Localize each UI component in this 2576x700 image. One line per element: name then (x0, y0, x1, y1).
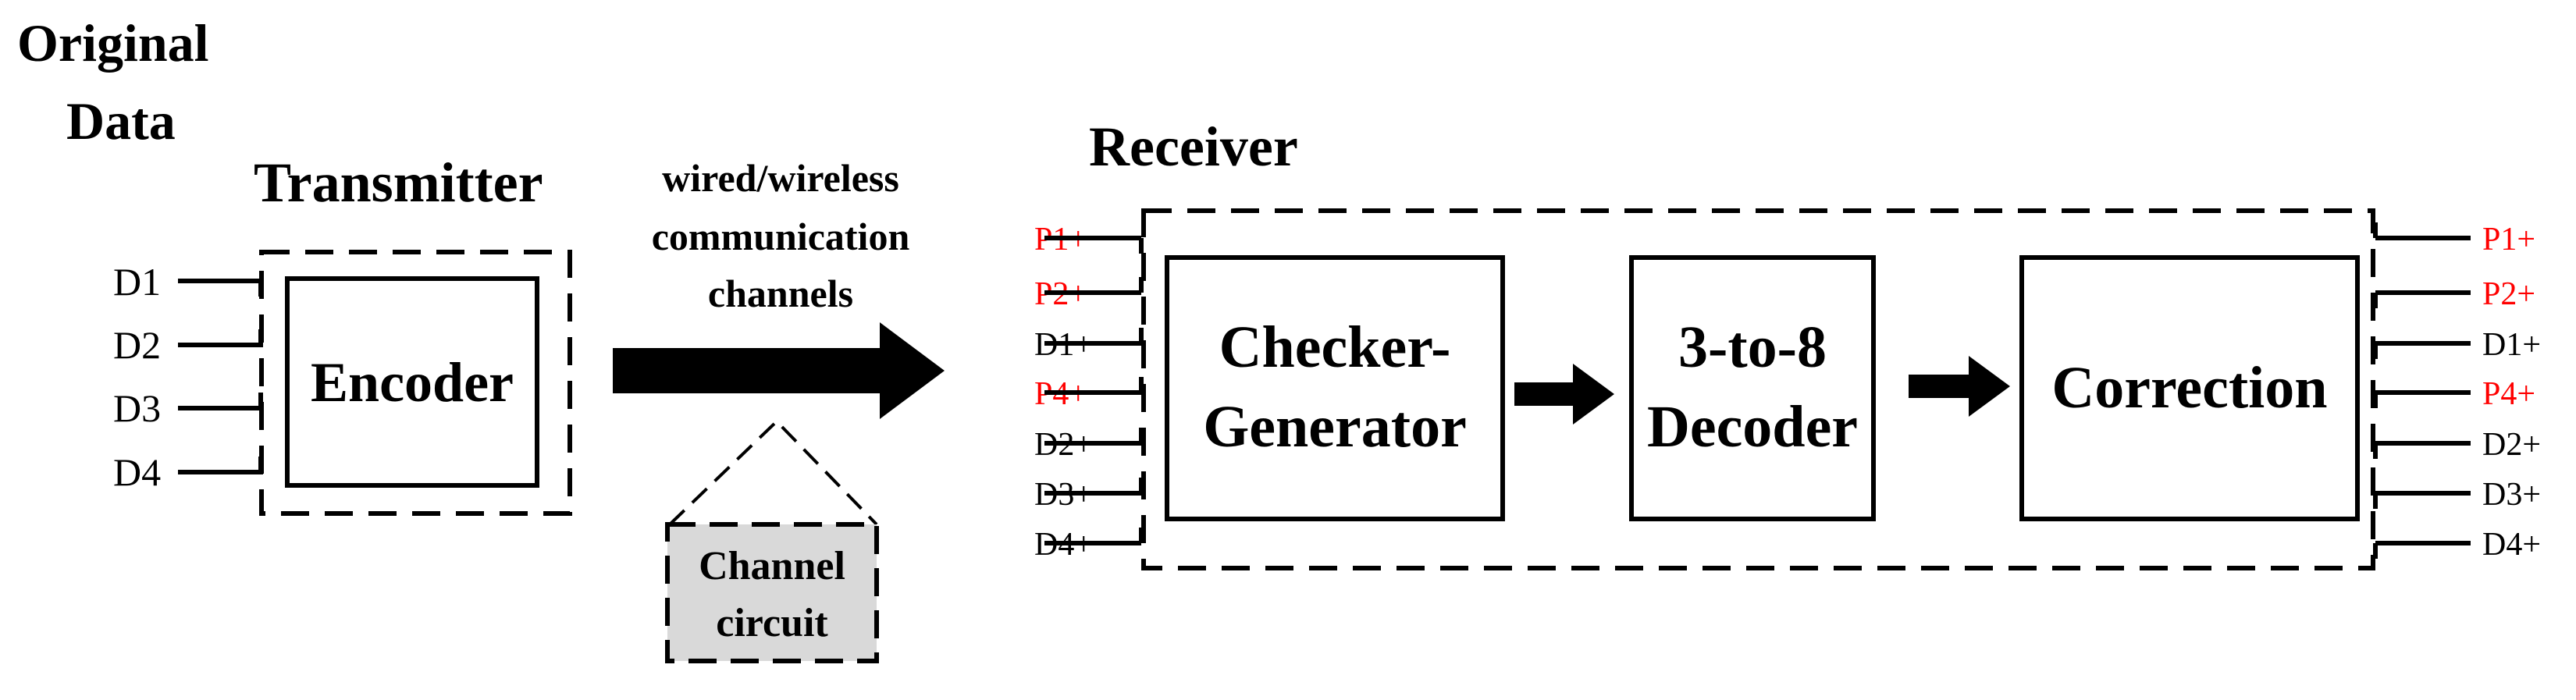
input-wire-d4 (178, 457, 263, 474)
channel-arrow-icon (613, 322, 945, 419)
input-label-d4: D4 (113, 450, 161, 494)
receiver-title: Receiver (1089, 115, 1298, 178)
receiver-output-wire-p2 (2373, 290, 2471, 308)
receiver-output-label-d2: D2+ (2482, 427, 2541, 463)
channel-circuit-connector (668, 419, 878, 526)
receiver-output-label-d1: D1+ (2482, 327, 2541, 363)
input-wire-d3 (178, 393, 263, 410)
channel-circuit-block (665, 522, 879, 663)
encoder-block (285, 276, 539, 488)
transmitter-inputs: D1 D2 D3 D4 (113, 260, 263, 494)
receiver-output-label-d3: D3+ (2482, 477, 2541, 513)
receiver-input-wire-d4 (1044, 528, 1144, 545)
receiver-inputs: P1+P2+D1+P4+D2+D3+D4+ (1034, 222, 1144, 563)
input-label-d3: D3 (113, 386, 161, 430)
encoder-label: Encoder (311, 351, 514, 414)
channel-label-line2: communication (652, 215, 910, 258)
receiver-input-wire-p1 (1044, 236, 1144, 254)
channel-circuit-label-line1: Channel (699, 544, 845, 588)
receiver-output-wire-p1 (2373, 222, 2471, 240)
original-data-label-line2: Data (66, 91, 176, 151)
receiver-output-label-p2: P2+ (2482, 276, 2535, 312)
arrow-to-decoder-icon (1514, 364, 1614, 425)
decoder-block (1629, 255, 1876, 521)
input-wire-d2 (178, 329, 263, 347)
correction-label: Correction (2051, 355, 2327, 421)
receiver-output-wire-d4 (2373, 541, 2471, 559)
receiver-output-wire-d1 (2373, 341, 2471, 359)
channel-circuit-label-line2: circuit (716, 601, 828, 645)
input-wire-d1 (178, 279, 263, 297)
receiver-input-wire-d1 (1044, 328, 1144, 346)
receiver-output-wire-p4 (2373, 390, 2471, 408)
receiver-input-wire-d3 (1044, 478, 1144, 496)
channel-label-line3: channels (708, 272, 853, 315)
receiver-output-wire-d3 (2373, 491, 2471, 509)
arrow-to-correction-icon (1909, 356, 2010, 417)
decoder-label-line1: 3-to-8 (1678, 314, 1827, 380)
checker-generator-label-line2: Generator (1203, 394, 1467, 460)
receiver-input-wire-d2 (1044, 428, 1144, 446)
checker-generator-block (1165, 255, 1505, 521)
channel-label-line1: wired/wireless (662, 156, 899, 200)
receiver-output-label-p1: P1+ (2482, 222, 2535, 258)
receiver-output-wire-d2 (2373, 441, 2471, 459)
receiver-output-label-d4: D4+ (2482, 527, 2541, 563)
receiver-input-wire-p4 (1044, 377, 1144, 395)
transmitter-boundary (259, 250, 572, 516)
original-data-label-line1: Original (17, 13, 209, 73)
receiver-output-label-p4: P4+ (2482, 376, 2535, 412)
correction-block (2019, 255, 2360, 521)
input-label-d2: D2 (113, 323, 161, 367)
transmitter-title: Transmitter (254, 151, 543, 214)
receiver-input-wire-p2 (1044, 277, 1144, 295)
receiver-outputs: P1+ P2+ D1+ P4+ D2+ D3+ D4+ (2373, 222, 2541, 563)
decoder-label-line2: Decoder (1647, 394, 1858, 460)
checker-generator-label-line1: Checker- (1219, 314, 1451, 380)
input-label-d1: D1 (113, 260, 161, 304)
